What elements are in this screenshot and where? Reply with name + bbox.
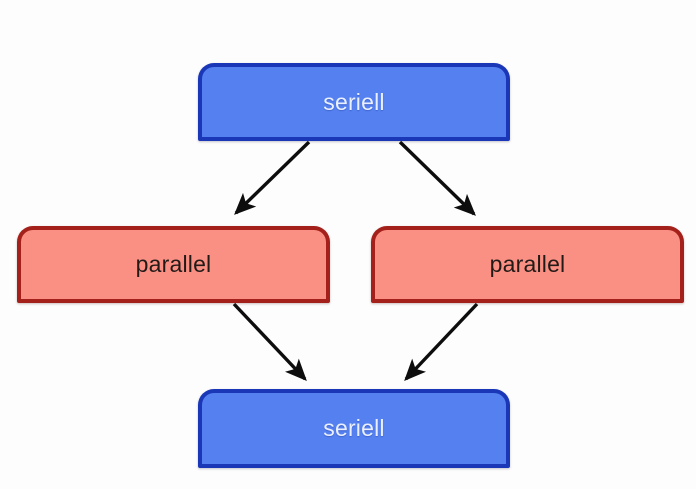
arrow-parallel-right-to-serial-bottom (404, 302, 479, 381)
node-serial-top[interactable]: seriell (198, 63, 510, 141)
node-label: parallel (135, 251, 212, 277)
node-serial-bottom[interactable]: seriell (198, 389, 510, 468)
arrow-parallel-left-to-serial-bottom (232, 302, 307, 381)
node-label: parallel (489, 251, 566, 277)
node-parallel-left[interactable]: parallel (17, 226, 330, 303)
node-parallel-right[interactable]: parallel (371, 226, 684, 303)
node-label: seriell (323, 415, 385, 441)
arrow-serial-top-to-parallel-left (234, 140, 311, 215)
node-label: seriell (323, 88, 385, 115)
arrow-serial-top-to-parallel-right (398, 140, 476, 216)
